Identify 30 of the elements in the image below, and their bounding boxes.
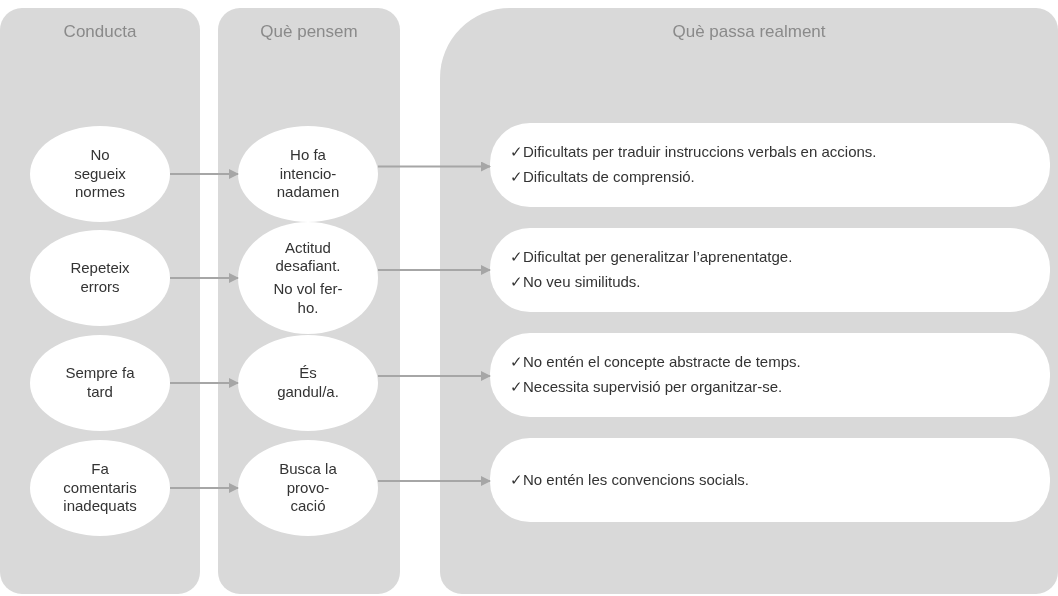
arrow	[377, 161, 491, 172]
node-text: Fa comentaris inadequats	[63, 459, 137, 517]
arrow	[169, 273, 239, 283]
column-panel	[440, 8, 1058, 594]
column-heading: Conducta	[62, 22, 138, 42]
column-panel	[218, 8, 400, 594]
arrow	[377, 265, 491, 275]
arrow	[377, 476, 491, 486]
explanation-text: ✓Necessita supervisió per organitzar-se.	[510, 378, 784, 397]
arrow	[169, 483, 239, 493]
explanation-text: ✓No veu similituds.	[510, 273, 642, 292]
explanation-text: ✓Dificultats de comprensió.	[510, 168, 696, 187]
explanation-text: ✓Dificultat per generalitzar l’aprenentatge.	[510, 248, 794, 267]
node-text: Busca la provo-cació	[278, 459, 338, 517]
node-text: No segueix normes	[73, 145, 127, 203]
node-text: Repeteix errors	[69, 259, 131, 297]
node-text: No vol fer-ho.	[272, 280, 344, 318]
column-panel	[0, 8, 200, 594]
column-heading: Què passa realment	[671, 22, 827, 42]
arrow	[169, 378, 239, 388]
node-text: Ho fa intencio-nadamen	[275, 145, 341, 203]
arrow	[169, 169, 239, 179]
arrow	[377, 371, 491, 381]
explanation-text: ✓No entén les convencions socials.	[510, 470, 750, 490]
node-text: És gandul/a.	[276, 364, 340, 402]
node-text: Sempre fa tard	[64, 364, 136, 402]
explanation-text: ✓Dificultats per traduir instruccions verbals en accions.	[510, 143, 878, 162]
column-heading: Què pensem	[259, 22, 359, 42]
explanation-text: ✓No entén el concepte abstracte de temps.	[510, 353, 802, 372]
node-text: Actitud desafiant.	[274, 238, 342, 276]
